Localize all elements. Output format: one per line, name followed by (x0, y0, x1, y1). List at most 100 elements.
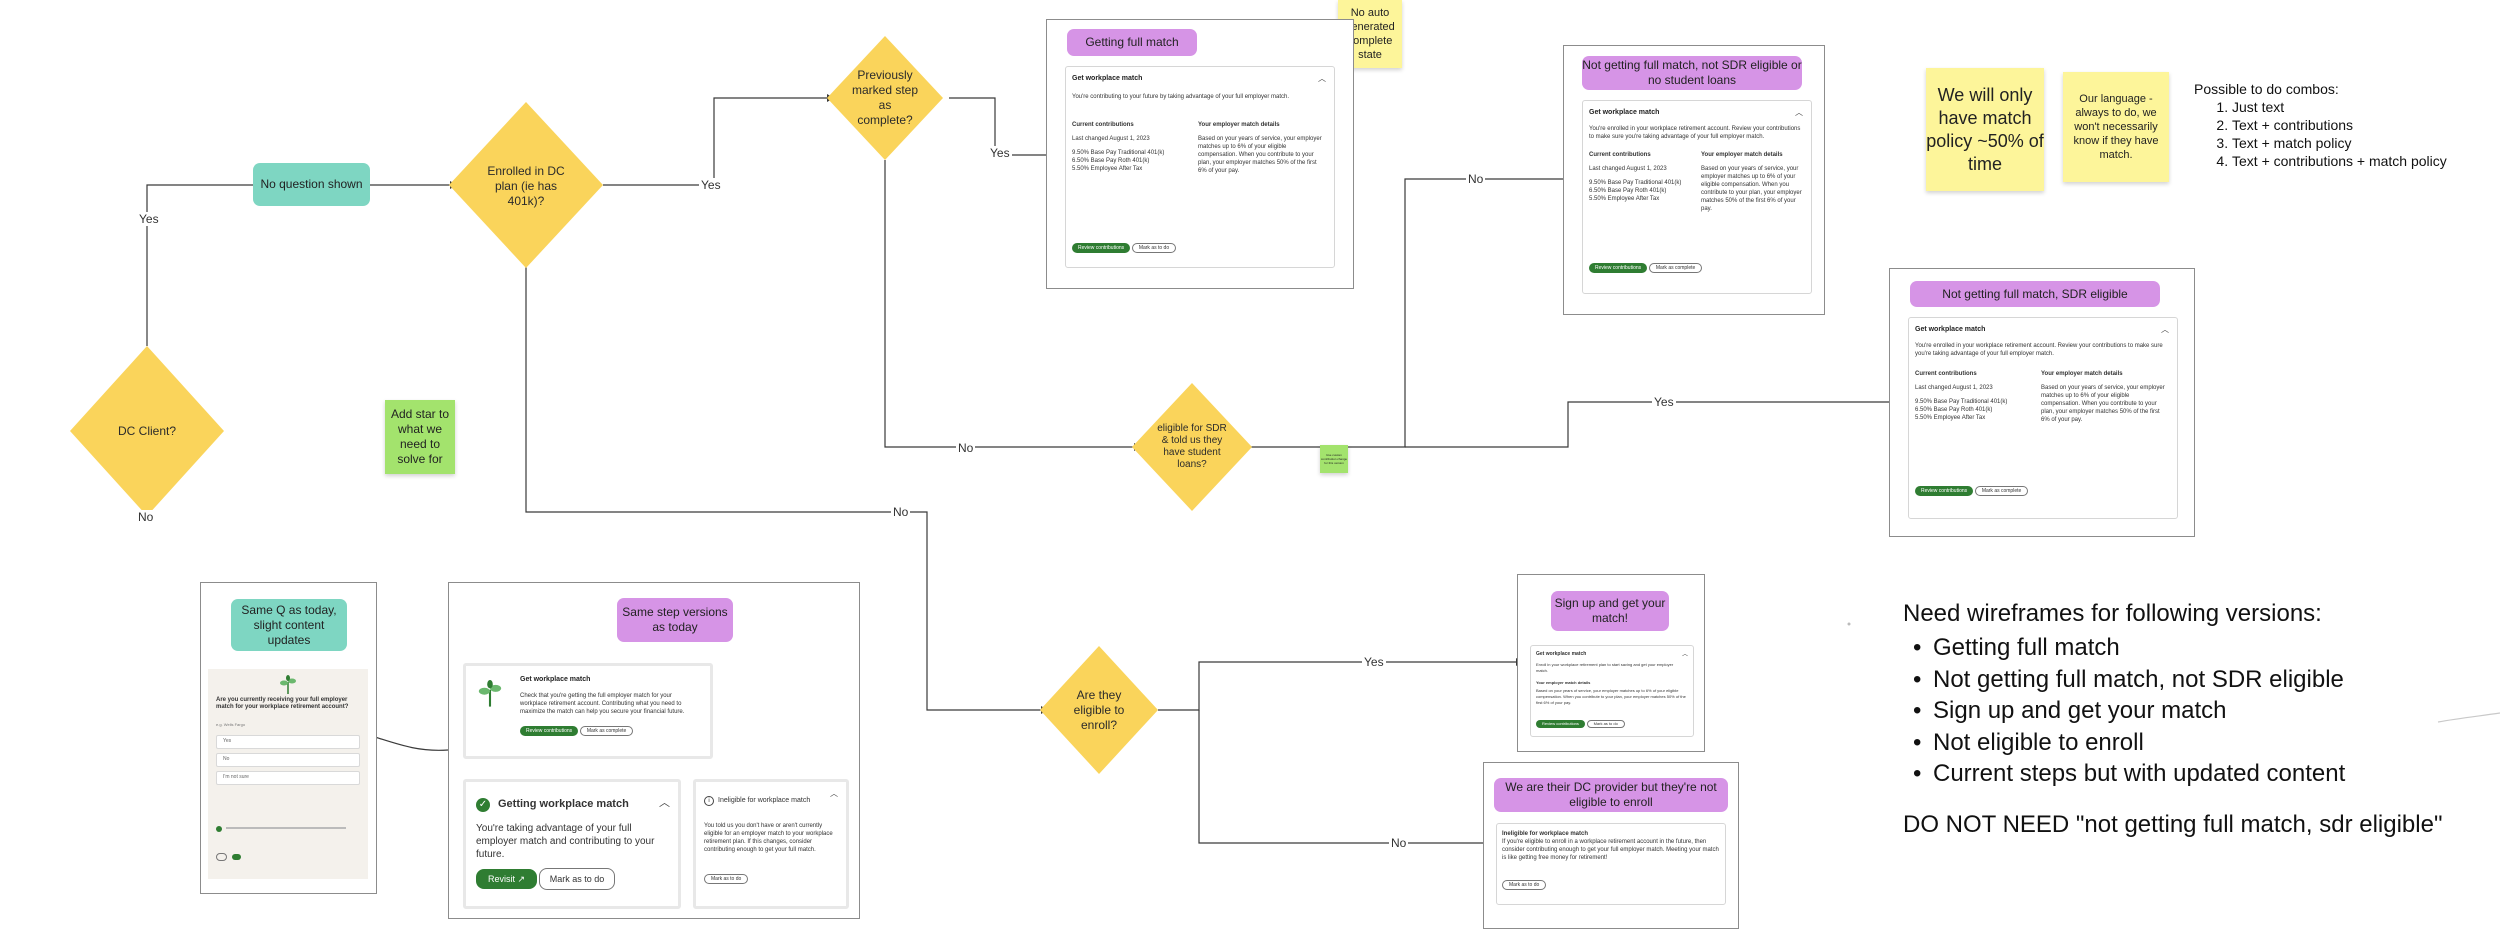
wire-ineligible-title: Ineligible for workplace match (1502, 831, 1589, 837)
previously-diamond (827, 36, 943, 160)
mark-todo-button[interactable]: Mark as to do (1586, 720, 1625, 728)
wire-ineligible-text: If you're eligible to enroll in a workpl… (1502, 839, 1719, 861)
same-card-get-match: Get workplace match Check that you're ge… (463, 663, 713, 759)
mark-todo-button[interactable]: Mark as to do (704, 874, 749, 884)
wire-current-contrib: Current contributions (1915, 371, 1977, 377)
pill-same-q: Same Q as today, slight content updates (231, 599, 347, 651)
wire-current-contrib: Current contributions (1072, 122, 1134, 128)
label-eligible-no: No (1389, 836, 1409, 850)
frame-not-eligible: We are their DC provider but they're not… (1483, 762, 1739, 929)
plant-illustration-icon (476, 680, 504, 708)
combos-note: Possible to do combos: Just text Text + … (2194, 80, 2447, 170)
same-card2-title: Getting workplace match (498, 798, 629, 810)
pill-getting-full-match: Getting full match (1067, 29, 1197, 56)
option-not-sure[interactable]: I'm not sure (216, 771, 360, 785)
chevron-up-icon[interactable]: ︿ (1681, 652, 1688, 658)
pill-not-full-not-sdr: Not getting full match, not SDR eligible… (1582, 56, 1802, 90)
edge-previously-yes (949, 97, 1047, 156)
chevron-up-icon[interactable]: ︿ (830, 789, 838, 798)
notes-item: Getting full match (1913, 632, 2463, 664)
same-card3-title: Ineligible for workplace match (718, 797, 811, 804)
chevron-up-icon[interactable]: ︿ (2161, 325, 2169, 334)
combos-list: Just text Text + contributions Text + ma… (2194, 98, 2447, 170)
review-contributions-button[interactable]: Review contributions (1072, 243, 1131, 253)
pill-signup: Sign up and get your match! (1551, 591, 1669, 631)
combo-item: Just text (2232, 98, 2447, 116)
wire-employer-text: Based on your years of service, your emp… (1198, 136, 1322, 174)
question-mock: Are you currently receiving your full em… (208, 669, 368, 879)
frame-not-full-not-sdr: Not getting full match, not SDR eligible… (1563, 45, 1825, 315)
edge-eligible-no (1198, 710, 1483, 844)
combo-item: Text + contributions + match policy (2232, 152, 2447, 170)
wire-contrib-1: 9.50% Base Pay Traditional 401(k) (1915, 399, 2008, 405)
mark-complete-button[interactable]: Mark as complete (1648, 263, 1703, 273)
wire-contrib-3: 5.50% Employee After Tax (1915, 415, 1986, 421)
mark-complete-button[interactable]: Mark as complete (1974, 486, 2029, 496)
edge-eligible-yes (1158, 661, 1516, 711)
question-text: Are you currently receiving your full em… (216, 697, 349, 710)
chevron-up-icon[interactable]: ︿ (1318, 74, 1326, 83)
wire-title: Get workplace match (1915, 326, 1986, 333)
option-yes[interactable]: Yes (216, 735, 360, 749)
label-sdr-yes: Yes (1652, 395, 1676, 409)
dc-client-question: DC Client? (117, 423, 177, 438)
wire-title: Get workplace match (1536, 651, 1587, 657)
wire-employer-text: Based on your years of service, your emp… (1701, 166, 1802, 212)
pill-not-full-sdr: Not getting full match, SDR eligible (1910, 281, 2160, 307)
label-enrolled-yes: Yes (699, 178, 723, 192)
revisit-button[interactable]: Revisit ↗ (476, 869, 538, 889)
plant-svg (478, 680, 502, 707)
plant-illustration-icon (278, 675, 298, 695)
edge-question-to-steps (374, 736, 449, 751)
wire-card-full: Get workplace match ︿ You're contributin… (1065, 66, 1335, 268)
edge-dc-yes (146, 184, 253, 346)
same-card2-text: You're taking advantage of your full emp… (476, 823, 655, 860)
wire-employer-text: Based on your years of service, your emp… (1536, 688, 1686, 705)
review-contributions-button[interactable]: Review contributions (1536, 720, 1585, 728)
wire-card-sdr: Get workplace match ︿ You're enrolled in… (1908, 317, 2178, 519)
wire-contrib-2: 6.50% Base Pay Roth 401(k) (1915, 407, 1993, 413)
label-previously-yes: Yes (988, 146, 1012, 160)
chevron-up-icon[interactable]: ︿ (1795, 108, 1803, 117)
notes-list: Getting full match Not getting full matc… (1903, 632, 2463, 790)
notes-item: Not eligible to enroll (1913, 727, 2463, 759)
wire-last-changed: Last changed August 1, 2023 (1072, 136, 1150, 142)
wire-title: Get workplace match (1072, 75, 1143, 82)
review-contributions-button[interactable]: Review contributions (520, 726, 579, 736)
frame-same-question: Same Q as today, slight content updates … (200, 582, 377, 894)
option-no[interactable]: No (216, 753, 360, 767)
mark-todo-button[interactable]: Mark as to do (1131, 243, 1177, 253)
wire-employer-details: Your employer match details (1701, 152, 1783, 158)
notes-heading: Need wireframes for following versions: (1903, 600, 2322, 627)
check-circle-icon: ✓ (476, 798, 490, 812)
frame-signup: Sign up and get your match! Get workplac… (1517, 574, 1705, 752)
decision-diamonds (70, 36, 1252, 774)
wire-intro: You're enrolled in your workplace retire… (1915, 343, 2163, 357)
next-button[interactable] (231, 854, 241, 860)
sticky-add-star: Add star to what we need to solve for (385, 400, 455, 474)
mark-todo-button[interactable]: Mark as to do (1502, 880, 1547, 890)
wire-employer-details: Your employer match details (2041, 371, 2123, 377)
label-enrolled-no: No (891, 505, 911, 519)
edge-previously-no (884, 160, 1134, 448)
sticky-tiny-green: Use custom contribution change for this … (1320, 445, 1348, 473)
info-circle-icon: i (704, 796, 714, 806)
same-card-getting-match: ✓ Getting workplace match ︿ You're takin… (463, 779, 681, 909)
edge-sdr-yes (1405, 401, 1889, 448)
review-contributions-button[interactable]: Review contributions (1915, 486, 1974, 496)
mark-complete-button[interactable]: Mark as complete (579, 726, 634, 736)
same-card1-title: Get workplace match (520, 676, 591, 683)
wireframe-notes: Need wireframes for following versions: … (1903, 600, 2463, 839)
sticky-our-language: Our language - always to do, we won't ne… (2063, 72, 2169, 182)
mark-todo-button[interactable]: Mark as to do (538, 868, 616, 890)
same-card3-text: You told us you don't have or aren't cur… (704, 823, 833, 853)
frame-same-steps: Same step versions as today Get workplac… (448, 582, 860, 919)
eligible-enroll-question: Are they eligible to enroll? (1073, 687, 1125, 732)
back-button[interactable] (216, 853, 228, 861)
wire-intro: You're contributing to your future by ta… (1072, 94, 1290, 100)
label-previously-no: No (956, 441, 976, 455)
chevron-up-icon[interactable]: ︿ (659, 797, 670, 809)
wire-current-contrib: Current contributions (1589, 152, 1651, 158)
review-contributions-button[interactable]: Review contributions (1589, 263, 1648, 273)
